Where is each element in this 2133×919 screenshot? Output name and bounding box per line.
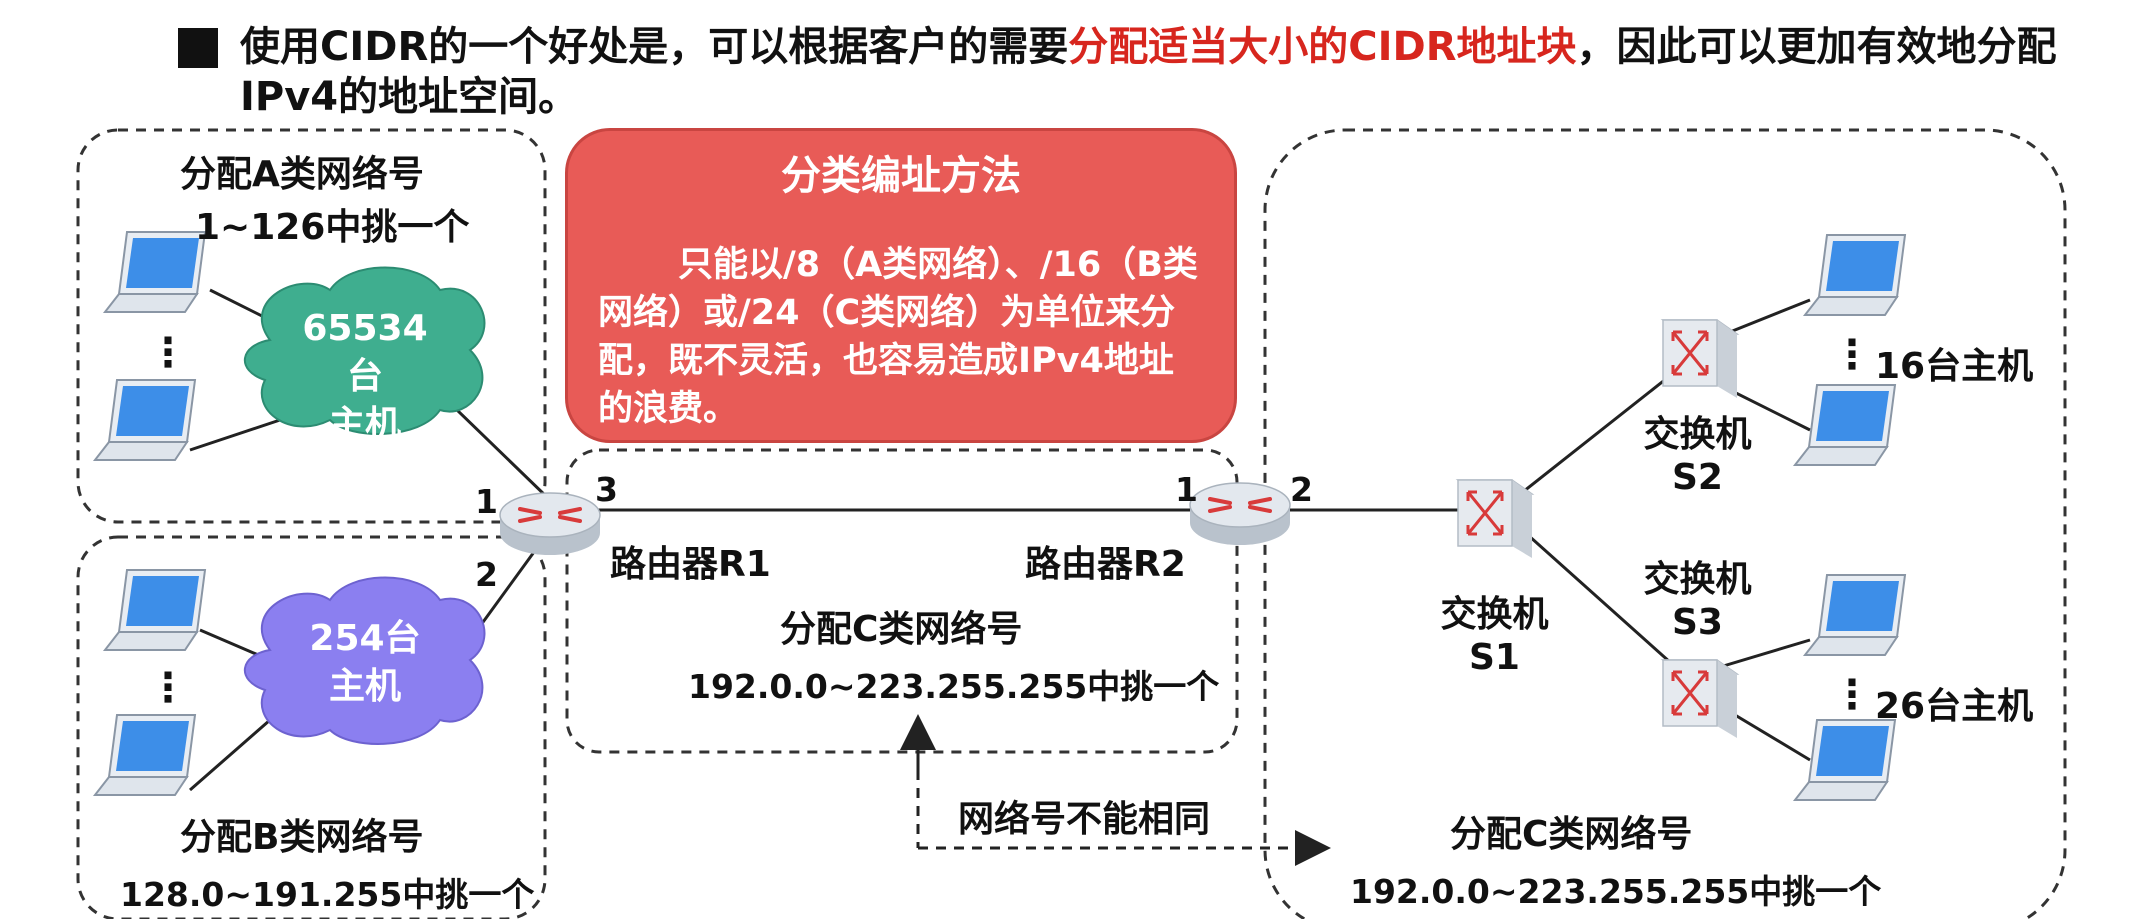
network-mid-title: 分配C类网络号 xyxy=(780,600,1022,652)
switch-s2-line1: 交换机 xyxy=(1625,405,1770,457)
cloud-a-label: 65534台 主机 xyxy=(290,305,440,449)
network-mid-range: 192.0.0~223.255.255中挑一个 xyxy=(688,660,1219,708)
router-r2-label: 路由器R2 xyxy=(1025,535,1186,587)
switch-s1-line2: S1 xyxy=(1422,637,1567,678)
switch-s2-label: 交换机 S2 xyxy=(1625,405,1770,498)
r2-port-2: 2 xyxy=(1290,470,1313,509)
switch-s3-line1: 交换机 xyxy=(1625,550,1770,602)
switch-s3-line2: S3 xyxy=(1625,602,1770,643)
r1-port-2: 2 xyxy=(475,555,498,594)
network-right-title: 分配C类网络号 xyxy=(1450,805,1692,857)
callout-title: 分类编址方法 xyxy=(568,143,1234,201)
r2-port-1: 1 xyxy=(1175,470,1198,509)
network-a-title: 分配A类网络号 xyxy=(180,145,424,197)
cloud-a-line2: 主机 xyxy=(290,401,440,449)
s2-host-count: 16台主机 xyxy=(1875,337,2033,389)
callout-body: 只能以/8（A类网络）、/16（B类网络）或/24（C类网络）为单位来分配，既不… xyxy=(598,241,1208,433)
network-note: 网络号不能相同 xyxy=(958,790,1210,842)
cloud-b-line2: 主机 xyxy=(290,663,440,711)
classful-callout: 分类编址方法 只能以/8（A类网络）、/16（B类网络）或/24（C类网络）为单… xyxy=(565,128,1237,443)
ellipsis-a: ⋮ xyxy=(148,330,188,376)
network-b-title: 分配B类网络号 xyxy=(180,808,423,860)
switch-s3-label: 交换机 S3 xyxy=(1625,550,1770,643)
cloud-a-line1: 65534台 xyxy=(290,305,440,401)
network-b-range: 128.0~191.255中挑一个 xyxy=(120,868,534,916)
s3-host-count: 26台主机 xyxy=(1875,677,2033,729)
cloud-b-label: 254台 主机 xyxy=(290,615,440,711)
switch-s1-label: 交换机 S1 xyxy=(1422,585,1567,678)
ellipsis-s3: ⋮ xyxy=(1832,672,1872,718)
ellipsis-b: ⋮ xyxy=(148,665,188,711)
ellipsis-s2: ⋮ xyxy=(1832,332,1872,378)
cloud-b-line1: 254台 xyxy=(290,615,440,663)
network-a-range: 1~126中挑一个 xyxy=(195,198,469,250)
network-right-range: 192.0.0~223.255.255中挑一个 xyxy=(1350,865,1881,913)
router-r1-label: 路由器R1 xyxy=(610,535,771,587)
switch-s2-line2: S2 xyxy=(1625,457,1770,498)
r1-port-3: 3 xyxy=(595,470,618,509)
switch-s1-line1: 交换机 xyxy=(1422,585,1567,637)
r1-port-1: 1 xyxy=(475,482,498,521)
